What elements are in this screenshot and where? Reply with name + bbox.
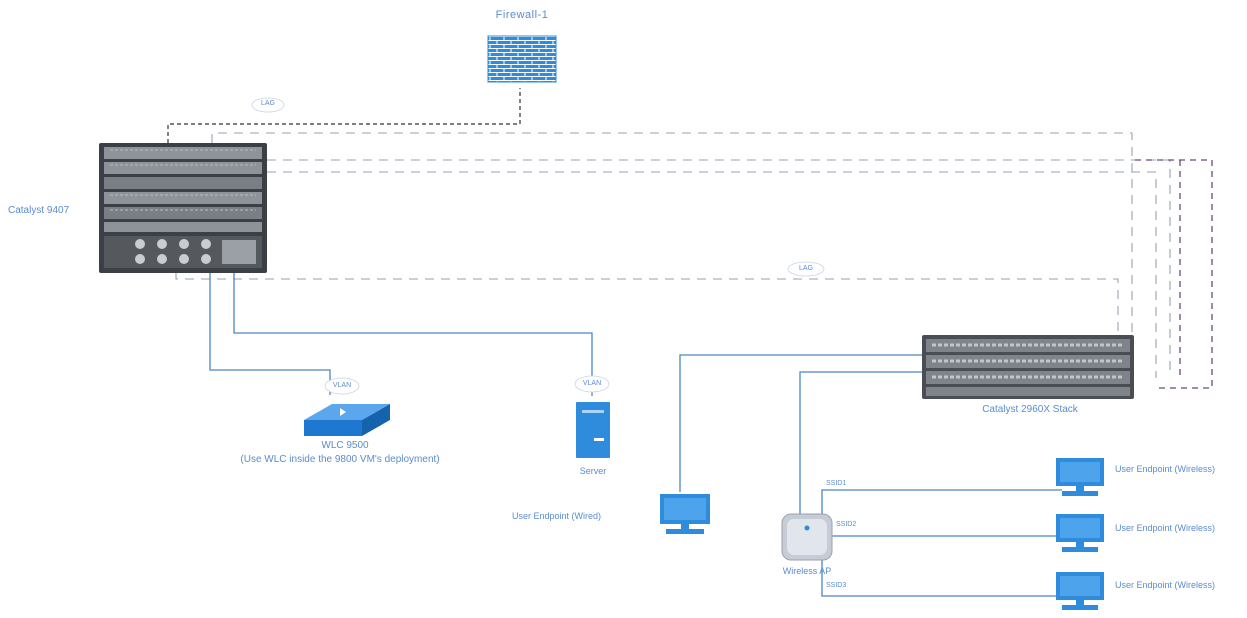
link-label-core-access: LAG: [788, 265, 824, 273]
wlc-appliance-icon[interactable]: [304, 404, 390, 436]
access-point-label: Wireless AP: [752, 566, 862, 577]
link-label-core-firewall: LAG: [252, 100, 284, 108]
wlc-sublabel: (Use WLC inside the 9800 VM's deployment…: [190, 454, 490, 466]
access-switch-label: Catalyst 2960X Stack: [950, 404, 1110, 416]
pc1-label: User Endpoint (Wireless): [1110, 464, 1220, 475]
desktop-icon-2[interactable]: [1056, 514, 1104, 552]
link-access-ap: [800, 372, 922, 514]
desktop-icon-wired[interactable]: [660, 494, 710, 534]
link-access-pc: [680, 355, 922, 492]
server-icon[interactable]: [576, 402, 610, 458]
core-switch-label: Catalyst 9407: [8, 205, 69, 217]
link-ap-clients: [822, 490, 1062, 596]
pc3-label: User Endpoint (Wireless): [1110, 580, 1220, 591]
link-label-ssid2: SSID2: [836, 521, 856, 529]
link-core-server: [234, 272, 592, 396]
link-label-wlc: VLAN: [325, 382, 359, 390]
chassis-switch-icon[interactable]: [99, 143, 267, 273]
link-label-ssid3: SSID3: [826, 582, 846, 590]
link-label-ssid1: SSID1: [826, 480, 846, 488]
desktop-icon-1[interactable]: [1056, 458, 1104, 496]
server-label: Server: [560, 466, 626, 477]
link-firewall-core: [168, 88, 520, 143]
link-purple-trunk: [1135, 160, 1212, 388]
pc-wired-label: User Endpoint (Wired): [512, 511, 601, 522]
firewall-icon[interactable]: [488, 36, 556, 82]
pc2-label: User Endpoint (Wireless): [1110, 523, 1220, 534]
firewall-label: Firewall-1: [470, 9, 574, 22]
desktop-icon-3[interactable]: [1056, 572, 1104, 610]
link-label-server: VLAN: [575, 380, 609, 388]
stacked-switch-icon[interactable]: [922, 335, 1134, 399]
access-point-icon[interactable]: [782, 514, 832, 560]
wlc-label: WLC 9500: [290, 440, 400, 452]
